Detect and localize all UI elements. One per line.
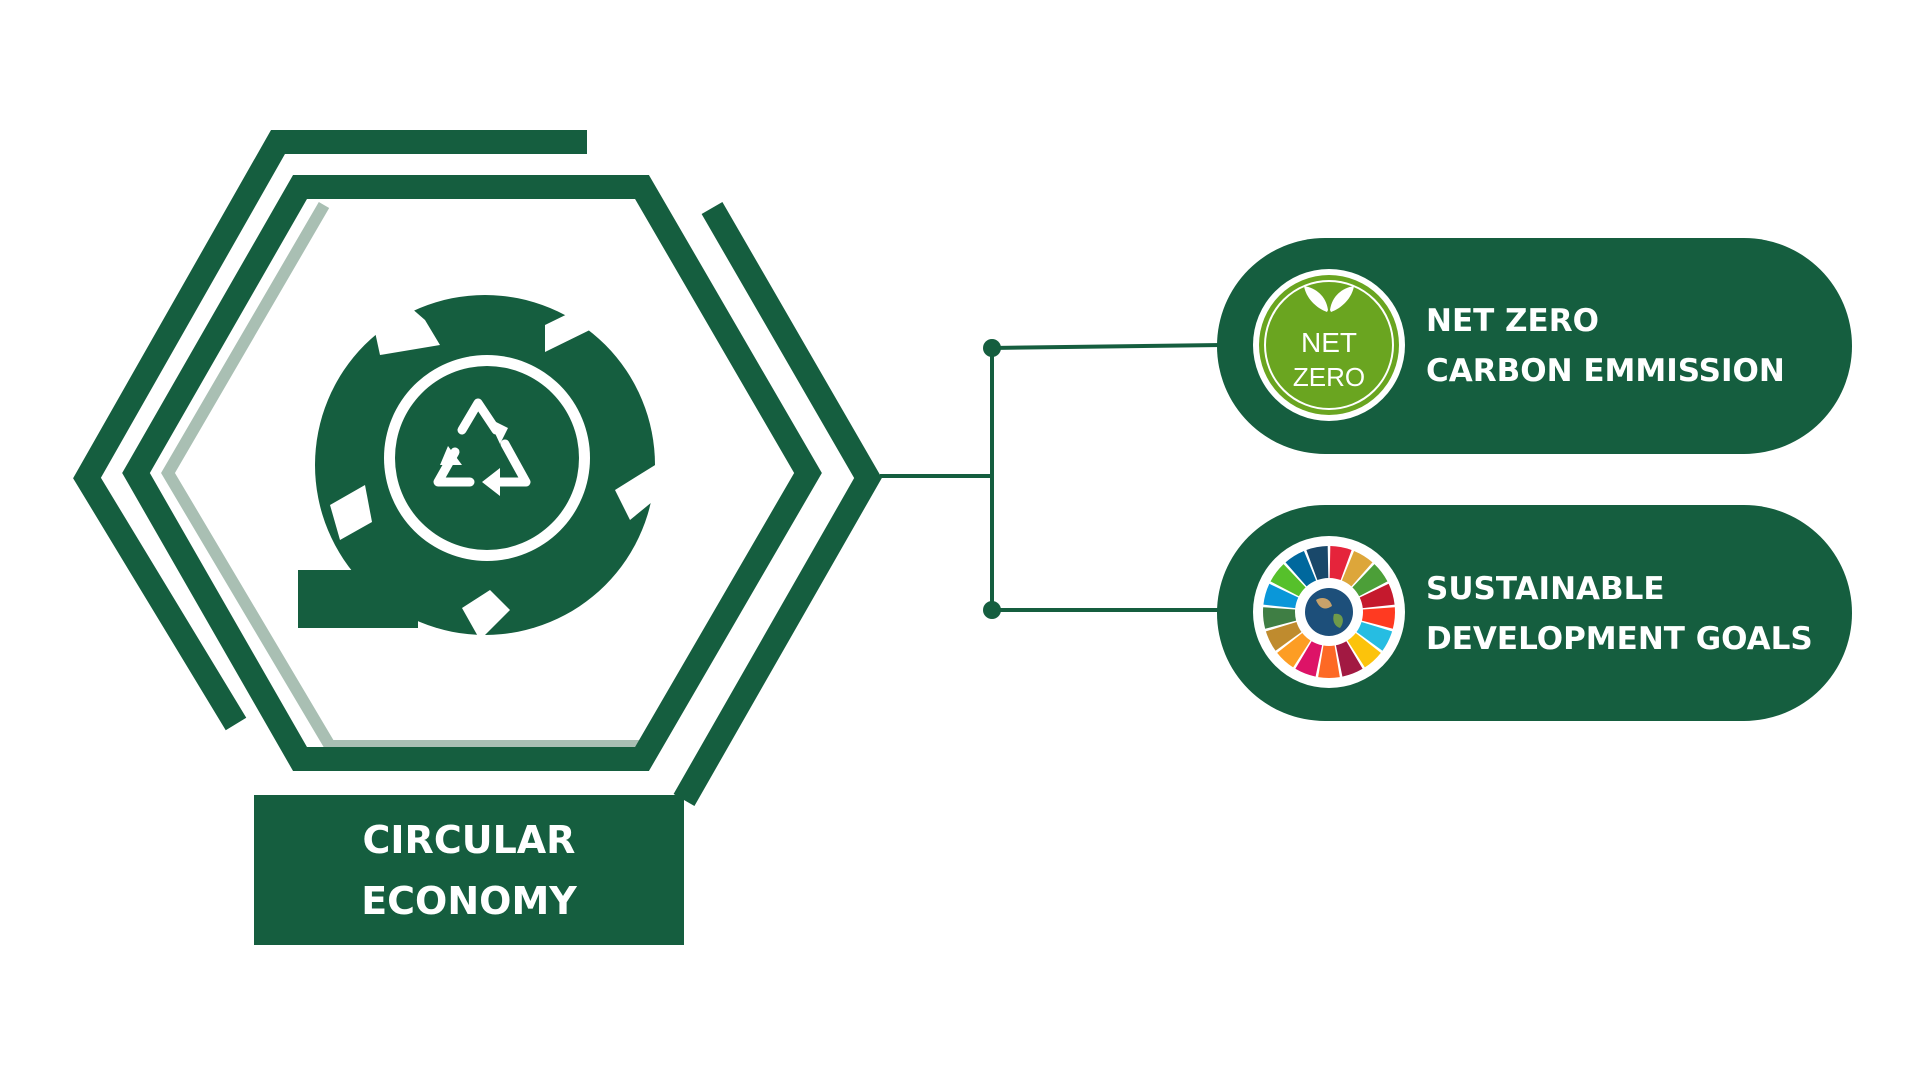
sdg-wheel-segment [1359, 583, 1395, 609]
net-zero-badge-line2: ZERO [1293, 362, 1365, 392]
recycle-icon [298, 295, 660, 640]
inner-hexagon [122, 175, 822, 771]
hexagon-frame [73, 130, 882, 806]
sdg-wheel-segment [1263, 607, 1297, 629]
sdg-wheel-segment [1318, 645, 1340, 679]
sdg-wheel-segment [1329, 546, 1352, 581]
sdg-wheel-segment [1285, 550, 1317, 587]
sdg-wheel-segment [1265, 621, 1302, 651]
connector-dot-bottom [983, 601, 1001, 619]
item-sdg-line1: SUSTAINABLE [1426, 571, 1665, 607]
item-sdg-line2: DEVELOPMENT GOALS [1426, 621, 1813, 657]
sdg-wheel-segment [1356, 621, 1393, 651]
leaf-icon [1304, 286, 1354, 312]
main-label-line2: ECONOMY [361, 879, 577, 923]
inner-hexagon-shadow [161, 201, 640, 752]
sdg-wheel-icon [1263, 546, 1395, 679]
sdg-wheel-segment [1277, 633, 1311, 668]
item-sdg: SUSTAINABLE DEVELOPMENT GOALS [1217, 505, 1852, 721]
item-net-zero: NET ZERO NET ZERO CARBON EMMISSION [1217, 238, 1852, 454]
sdg-wheel-segment [1306, 546, 1329, 581]
sdg-wheel-segment [1352, 564, 1388, 597]
outer-hexagon-right-segment [673, 201, 882, 806]
outer-hexagon-left-segment [73, 130, 587, 731]
globe-icon [1305, 588, 1353, 636]
sdg-wheel-segment [1361, 607, 1395, 629]
sdg-wheel-segment [1347, 633, 1381, 668]
sdg-wheel-segment [1341, 550, 1373, 587]
main-label-background [254, 795, 684, 945]
item-net-zero-line2: CARBON EMMISSION [1426, 353, 1785, 389]
net-zero-badge [1259, 275, 1399, 415]
main-label-line1: CIRCULAR [363, 818, 576, 862]
sdg-wheel-segment [1263, 583, 1299, 609]
sdg-wheel-segment [1295, 641, 1323, 677]
sdg-wheel-segment [1335, 641, 1363, 677]
sdg-wheel-segment [1270, 564, 1306, 597]
connector [880, 343, 1223, 612]
main-label-box: CIRCULAR ECONOMY [254, 795, 684, 945]
connector-branch-top [991, 343, 1223, 350]
item-net-zero-line1: NET ZERO [1426, 303, 1599, 339]
net-zero-badge-line1: NET [1301, 327, 1357, 358]
connector-dot-top [983, 339, 1001, 357]
